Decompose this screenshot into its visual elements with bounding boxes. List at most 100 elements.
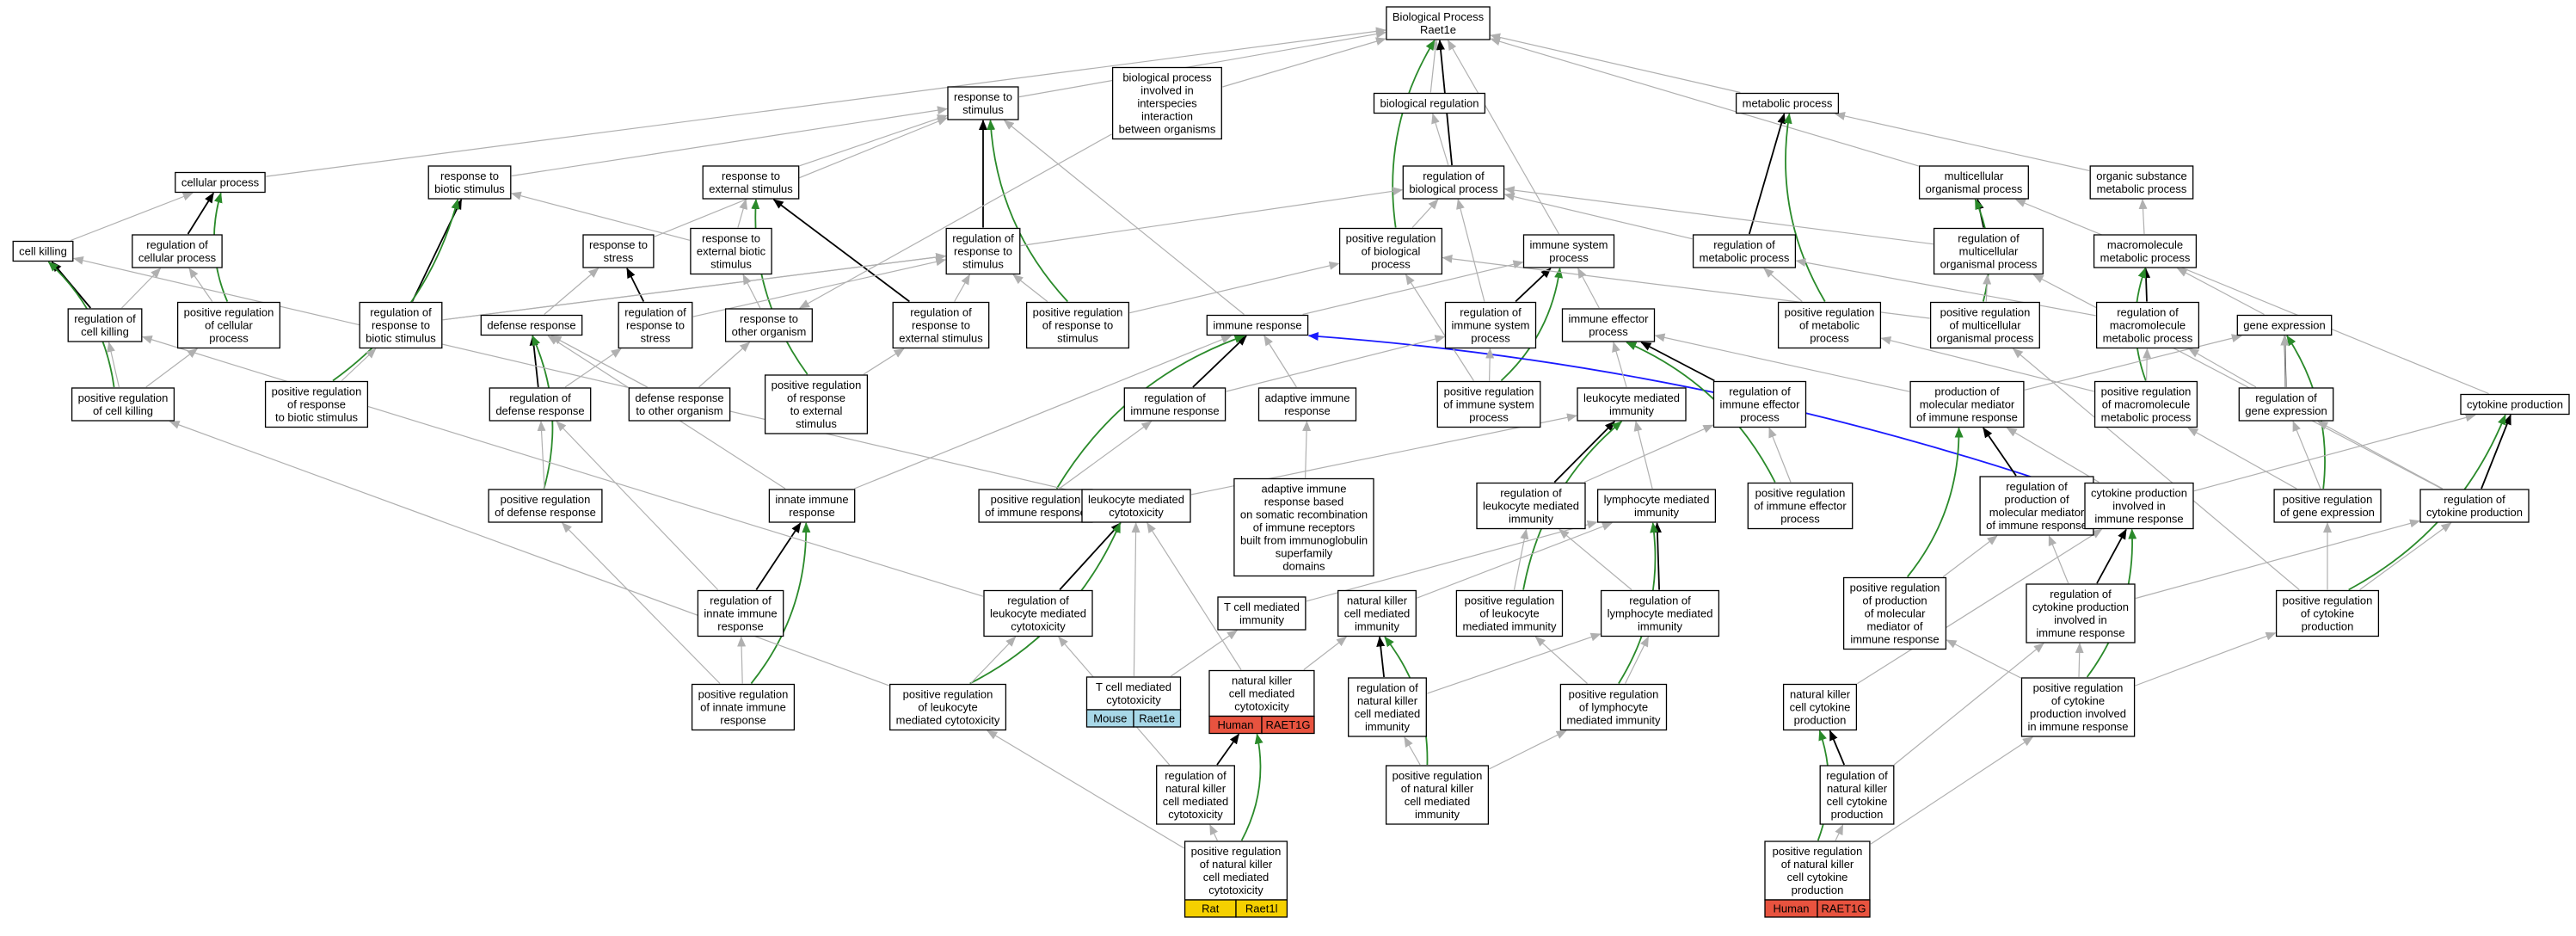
gene-badge	[1817, 899, 1871, 918]
node-box	[702, 165, 800, 200]
edge-reg_cytokine_imm-to-reg_cytokine	[2135, 519, 2420, 600]
edge-cytokine_imm-to-prod_mol_med	[2006, 427, 2100, 483]
node-box	[2089, 165, 2194, 200]
go-term-node-defense[interactable]: defense response	[480, 314, 583, 336]
go-term-node-bio-reg[interactable]: biological regulation	[1373, 92, 1486, 114]
gene-label: Raet1e	[1139, 712, 1175, 725]
species-label: Human	[1218, 718, 1254, 731]
node-box	[1596, 489, 1717, 523]
go-term-node-metab[interactable]: metabolic process	[1735, 92, 1840, 114]
go-term-node-cytokine-prod[interactable]: cytokine production	[2460, 393, 2570, 416]
go-term-node-immune-resp[interactable]: immune response	[1206, 314, 1309, 336]
go-term-node-cellular[interactable]: cellular process	[175, 171, 266, 194]
go-term-node-cell-killing[interactable]: cell killing	[12, 240, 74, 262]
node-box	[2084, 482, 2194, 530]
node-box	[1777, 301, 1882, 349]
node-box	[359, 301, 443, 349]
go-term-node-gene-expr[interactable]: gene expression	[2236, 314, 2333, 336]
edge-pos_reg_prod_mol_med-to-reg_prod_mol_med	[1942, 535, 1998, 577]
